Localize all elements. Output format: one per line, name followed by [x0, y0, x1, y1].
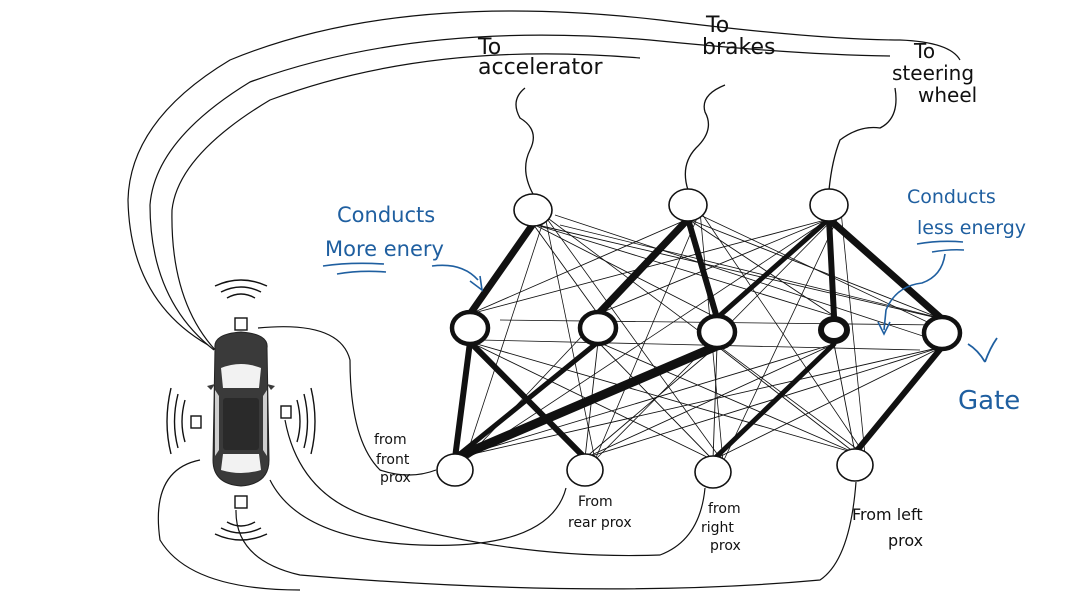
- edge-accelerator-gate-2: [532, 223, 599, 315]
- proximity-sensor-icon: [190, 317, 292, 509]
- input-node-left: [836, 448, 874, 482]
- edge-accelerator-gate-3: [532, 223, 718, 319]
- lead-steering: [828, 87, 897, 191]
- output-node-accelerator: [513, 193, 553, 227]
- car-with-proximity-sensors-icon: [166, 279, 316, 541]
- edge-right-gate-5: [712, 346, 943, 461]
- arrow-more-icon: [431, 264, 479, 281]
- annotation-conducts-less: Conducts less energy: [877, 186, 1026, 336]
- network-edges: [450, 210, 956, 463]
- output-node-brakes: [668, 188, 708, 222]
- lead-brakes: [684, 84, 726, 191]
- edge-accelerator-right: [544, 215, 724, 463]
- edge-right-gate-1: [469, 341, 714, 461]
- gate-node-3: [696, 313, 738, 351]
- edge-brakes-gate-2: [594, 215, 692, 318]
- edge-steering-gate-1: [469, 218, 830, 315]
- edge-cross-0: [554, 214, 936, 341]
- edge-steering-gate-3: [714, 216, 832, 321]
- gate-node-1: [449, 309, 491, 347]
- gate-node-5: [921, 314, 963, 352]
- wire-6: [269, 479, 567, 546]
- edge-brakes-gate-4: [687, 218, 835, 317]
- edge-accelerator-rear: [544, 215, 596, 461]
- input-node-front: [436, 453, 474, 487]
- sensor-waves-icon: [166, 279, 316, 541]
- edge-cross-4: [479, 339, 921, 351]
- edge-accelerator-front: [464, 215, 546, 461]
- edge-steering-front: [464, 210, 842, 461]
- input-label-front: from front prox: [374, 432, 414, 486]
- wire-2: [149, 34, 891, 351]
- wire-4: [257, 326, 437, 476]
- edge-front-gate-5: [454, 346, 943, 459]
- input-node-right: [694, 455, 732, 489]
- output-leads: [515, 84, 897, 195]
- svg-text:Conducts More enery: Conducts More enery: [325, 203, 444, 261]
- edge-left-gate-5: [852, 344, 945, 456]
- edge-front-gate-3: [450, 341, 722, 463]
- edge-steering-gate-2: [597, 218, 830, 315]
- wire-5: [235, 481, 857, 590]
- lead-accelerator: [515, 87, 534, 195]
- output-label-accelerator: To accelerator: [477, 35, 603, 80]
- svg-text:Gate: Gate: [958, 386, 1020, 416]
- edge-brakes-gate-1: [469, 218, 689, 315]
- edge-left-gate-2: [597, 341, 856, 454]
- gate-node-4: [818, 316, 850, 344]
- edge-front-gate-1: [452, 339, 473, 461]
- wire-7: [284, 419, 706, 557]
- edge-right-gate-3: [712, 345, 718, 461]
- edge-left-gate-1: [469, 341, 856, 454]
- edge-rear-gate-4: [584, 343, 835, 459]
- gate-node-2: [577, 309, 619, 347]
- long-wires: [127, 10, 961, 591]
- wire-3: [171, 53, 641, 356]
- edge-steering-gate-5: [825, 215, 946, 323]
- edge-brakes-left: [699, 210, 866, 456]
- edge-steering-right: [722, 210, 842, 463]
- edge-right-gate-4: [710, 341, 837, 463]
- edge-brakes-gate-3: [685, 216, 720, 321]
- edge-brakes-rear: [594, 210, 701, 461]
- edge-rear-gate-5: [584, 346, 943, 459]
- arrow-gate-icon: [967, 337, 998, 363]
- edge-front-gate-4: [454, 343, 835, 459]
- edge-rear-gate-3: [584, 345, 718, 459]
- edge-left-gate-3: [716, 345, 856, 454]
- edge-steering-left: [840, 210, 866, 456]
- edge-steering-gate-4: [826, 216, 837, 319]
- network-nodes: [436, 188, 963, 489]
- wire-8: [157, 459, 301, 591]
- edge-rear-gate-2: [584, 341, 599, 459]
- input-label-left: From left prox: [852, 505, 928, 550]
- annotation-gate: Gate: [958, 337, 1020, 416]
- edge-right-gate-2: [597, 341, 714, 461]
- svg-text:Conducts less energy: Conducts less energy: [907, 186, 1026, 239]
- edge-accelerator-gate-1: [466, 220, 537, 318]
- arrow-less-icon: [883, 253, 946, 331]
- edge-rear-gate-1: [467, 339, 588, 461]
- input-label-right: from right prox: [701, 501, 745, 554]
- input-label-rear: From rear prox: [568, 494, 632, 531]
- output-label-brakes: To brakes: [702, 13, 775, 60]
- edge-cross-2: [699, 214, 956, 336]
- edge-accelerator-gate-4: [532, 223, 835, 317]
- input-node-rear: [566, 453, 604, 487]
- edge-cross-1: [559, 224, 941, 319]
- edge-accelerator-gate-5: [532, 223, 943, 320]
- output-label-steering: To steering wheel: [892, 39, 980, 107]
- annotation-conducts-more: Conducts More enery: [322, 203, 484, 292]
- output-node-steering: [809, 188, 849, 222]
- wire-1: [127, 10, 961, 346]
